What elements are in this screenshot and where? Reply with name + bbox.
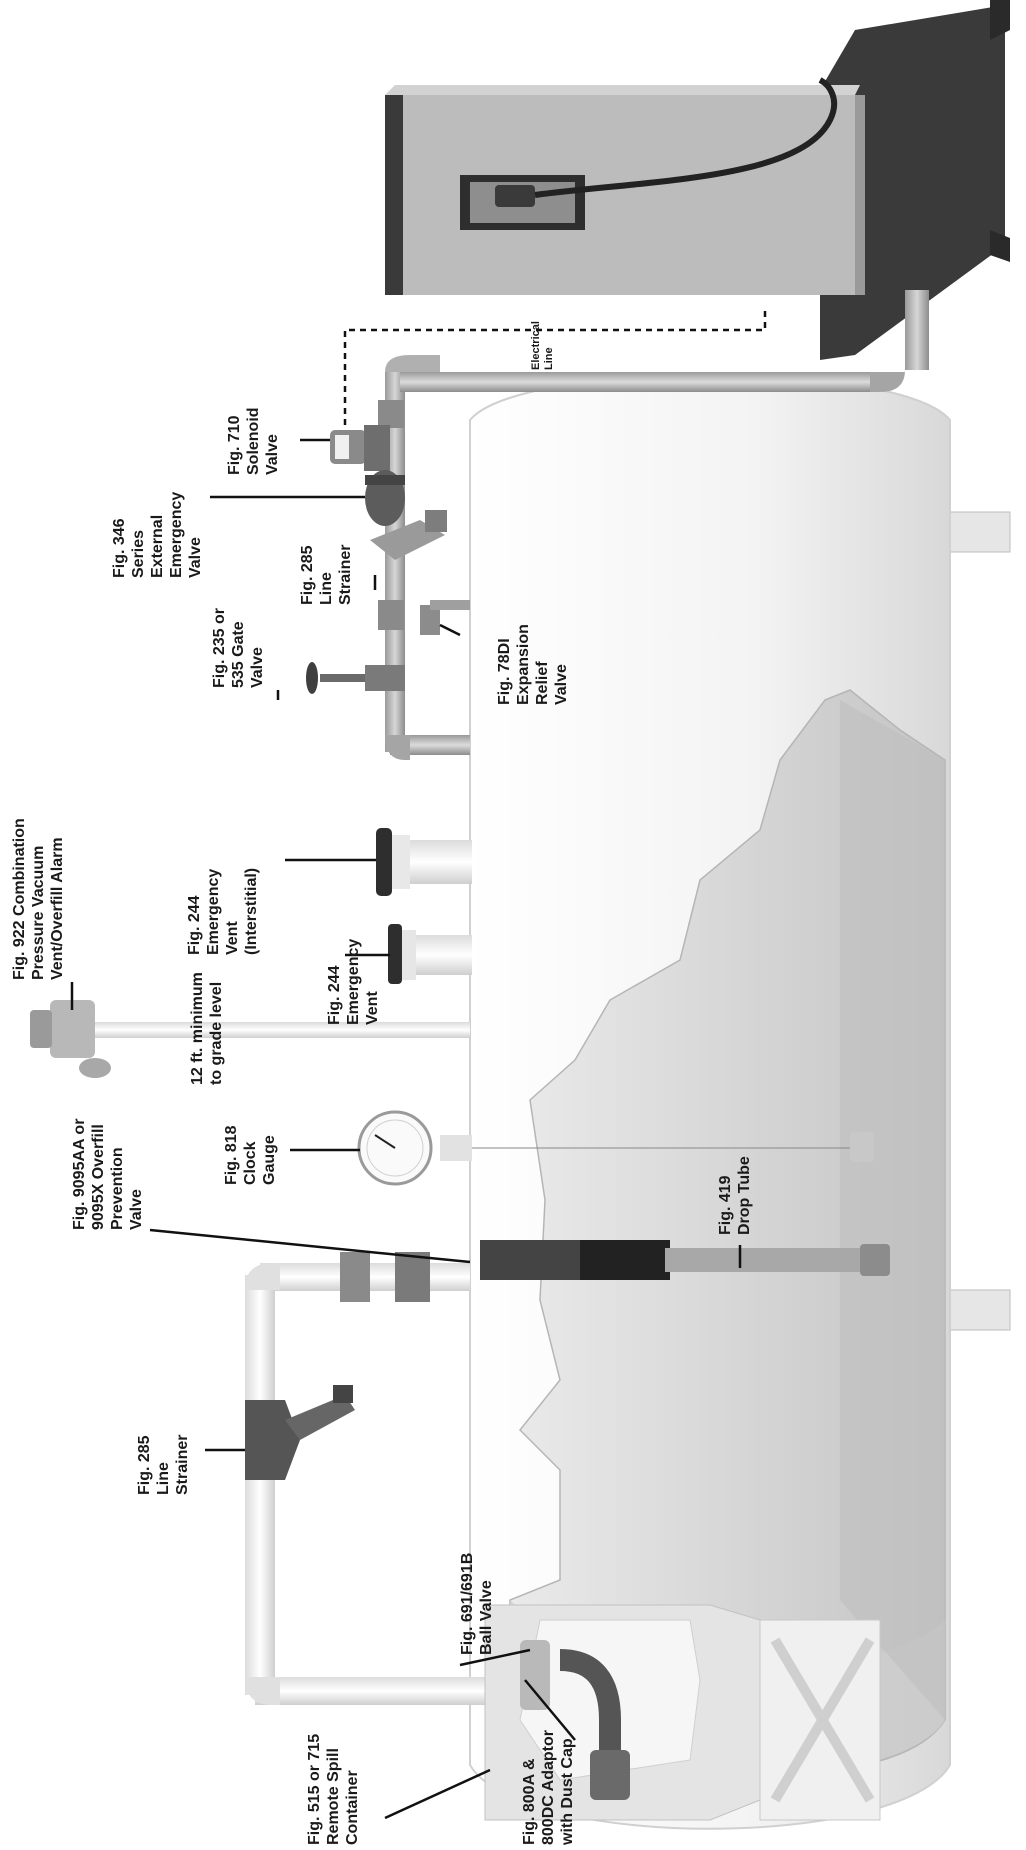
label-fig-285-left: Fig. 285 Line Strainer (135, 1435, 192, 1495)
label-fig-346: Fig. 346 Series External Emergency Valve (110, 492, 205, 578)
emergency-vent-icon (388, 924, 472, 984)
expansion-relief-valve-icon (420, 600, 470, 635)
combination-vent-alarm-icon (30, 1000, 111, 1078)
label-electrical-line: Electrical Line (530, 321, 556, 370)
label-fig-710: Fig. 710 Solenoid Valve (225, 407, 282, 475)
label-fig-691: Fig. 691/691B Ball Valve (458, 1553, 496, 1655)
label-fig-922: Fig. 922 Combination Pressure Vacuum Ven… (10, 818, 67, 980)
label-fig-419: Fig. 419 Drop Tube (716, 1156, 754, 1235)
label-fig-818: Fig. 818 Clock Gauge (222, 1125, 279, 1185)
label-fig-800: Fig. 800A & 800DC Adaptor with Dust Cap (520, 1730, 577, 1845)
solenoid-valve-icon (330, 425, 390, 471)
label-fig-285-right: Fig. 285 Line Strainer (298, 545, 355, 605)
emergency-vent-interstitial-icon (376, 828, 472, 896)
label-fig-244-interstitial: Fig. 244 Emergency Vent (Interstitial) (185, 868, 261, 955)
label-fig-9095: Fig. 9095AA or 9095X Overfill Prevention… (70, 1119, 146, 1230)
label-fig-235: Fig. 235 or 535 Gate Valve (210, 608, 267, 688)
label-fig-244-vent: Fig. 244 Emergency Vent (325, 939, 382, 1025)
label-fig-515: Fig. 515 or 715 Remote Spill Container (305, 1734, 362, 1845)
label-grade-level: 12 ft. minimum to grade level (188, 972, 226, 1085)
gate-valve-icon (306, 662, 405, 694)
external-emergency-valve-icon (365, 470, 405, 526)
label-fig-78di: Fig. 78DI Expansion Relief Valve (495, 624, 571, 705)
vent-pipe (85, 1022, 470, 1038)
